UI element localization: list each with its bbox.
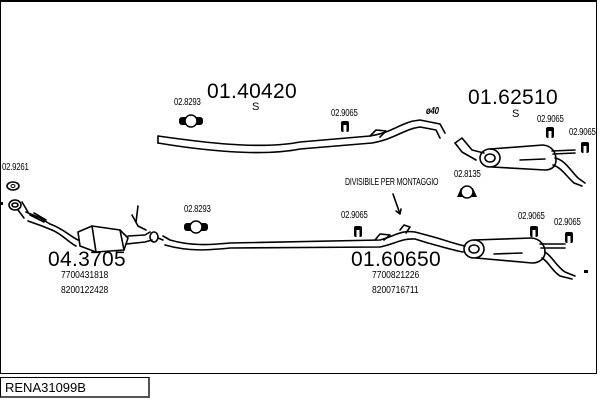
- suffix-rear-upper: S: [512, 108, 520, 120]
- clamp-label[interactable]: 02.8293: [184, 204, 211, 215]
- hanger-icon[interactable]: [341, 121, 349, 132]
- clamp-label[interactable]: 02.8293: [174, 97, 201, 108]
- gasket-icon[interactable]: [6, 181, 20, 191]
- hanger-icon[interactable]: [565, 232, 573, 243]
- diagram-frame: [0, 0, 597, 374]
- hanger-label[interactable]: 02.9065: [569, 127, 596, 138]
- oe-number: 7700431818: [61, 270, 109, 281]
- hanger-label[interactable]: 02.9065: [554, 217, 581, 228]
- part-number-front-pipe[interactable]: 04.3705: [48, 248, 127, 271]
- hanger-icon[interactable]: [581, 142, 589, 153]
- intermediate-pipe-lower[interactable]: [162, 224, 466, 253]
- part-number-intermediate-upper[interactable]: 01.40420: [207, 80, 297, 103]
- clamp-rear-icon[interactable]: [457, 185, 477, 199]
- hanger-label[interactable]: 02.9065: [537, 114, 564, 125]
- diameter-label: ø40: [426, 106, 439, 117]
- marker-left: [0, 202, 3, 205]
- part-number-intermediate-lower[interactable]: 01.60650: [351, 248, 441, 271]
- split-note: DIVISIBILE PER MONTAGGIO: [345, 177, 439, 188]
- hanger-label[interactable]: 02.9065: [341, 210, 368, 221]
- diagram-code: RENA31099B: [0, 377, 150, 398]
- oe-number: 7700821226: [372, 270, 420, 281]
- exhaust-diagram: [0, 114, 589, 280]
- clamp-label[interactable]: 02.8135: [454, 169, 481, 180]
- hanger-icon[interactable]: [546, 127, 554, 138]
- hanger-label[interactable]: 02.9065: [518, 211, 545, 222]
- hanger-label[interactable]: 02.9065: [331, 108, 358, 119]
- part-number-rear-upper[interactable]: 01.62510: [468, 86, 558, 109]
- clamp-upper-icon[interactable]: [179, 114, 203, 128]
- front-pipe-catalyst[interactable]: [8, 199, 164, 253]
- gasket-label[interactable]: 02.9261: [2, 162, 29, 173]
- split-arrow: [392, 193, 402, 215]
- oe-number: 8200122428: [61, 285, 109, 296]
- marker-right: [584, 270, 588, 273]
- oe-number: 8200716711: [372, 285, 419, 296]
- hanger-icon[interactable]: [530, 226, 538, 237]
- suffix-intermediate-upper: S: [252, 101, 260, 113]
- rear-silencer-upper[interactable]: [454, 137, 586, 187]
- clamp-lower-icon[interactable]: [184, 220, 208, 234]
- rear-silencer-lower[interactable]: [463, 237, 576, 280]
- hanger-icon[interactable]: [354, 226, 362, 237]
- intermediate-pipe-upper[interactable]: [157, 119, 446, 154]
